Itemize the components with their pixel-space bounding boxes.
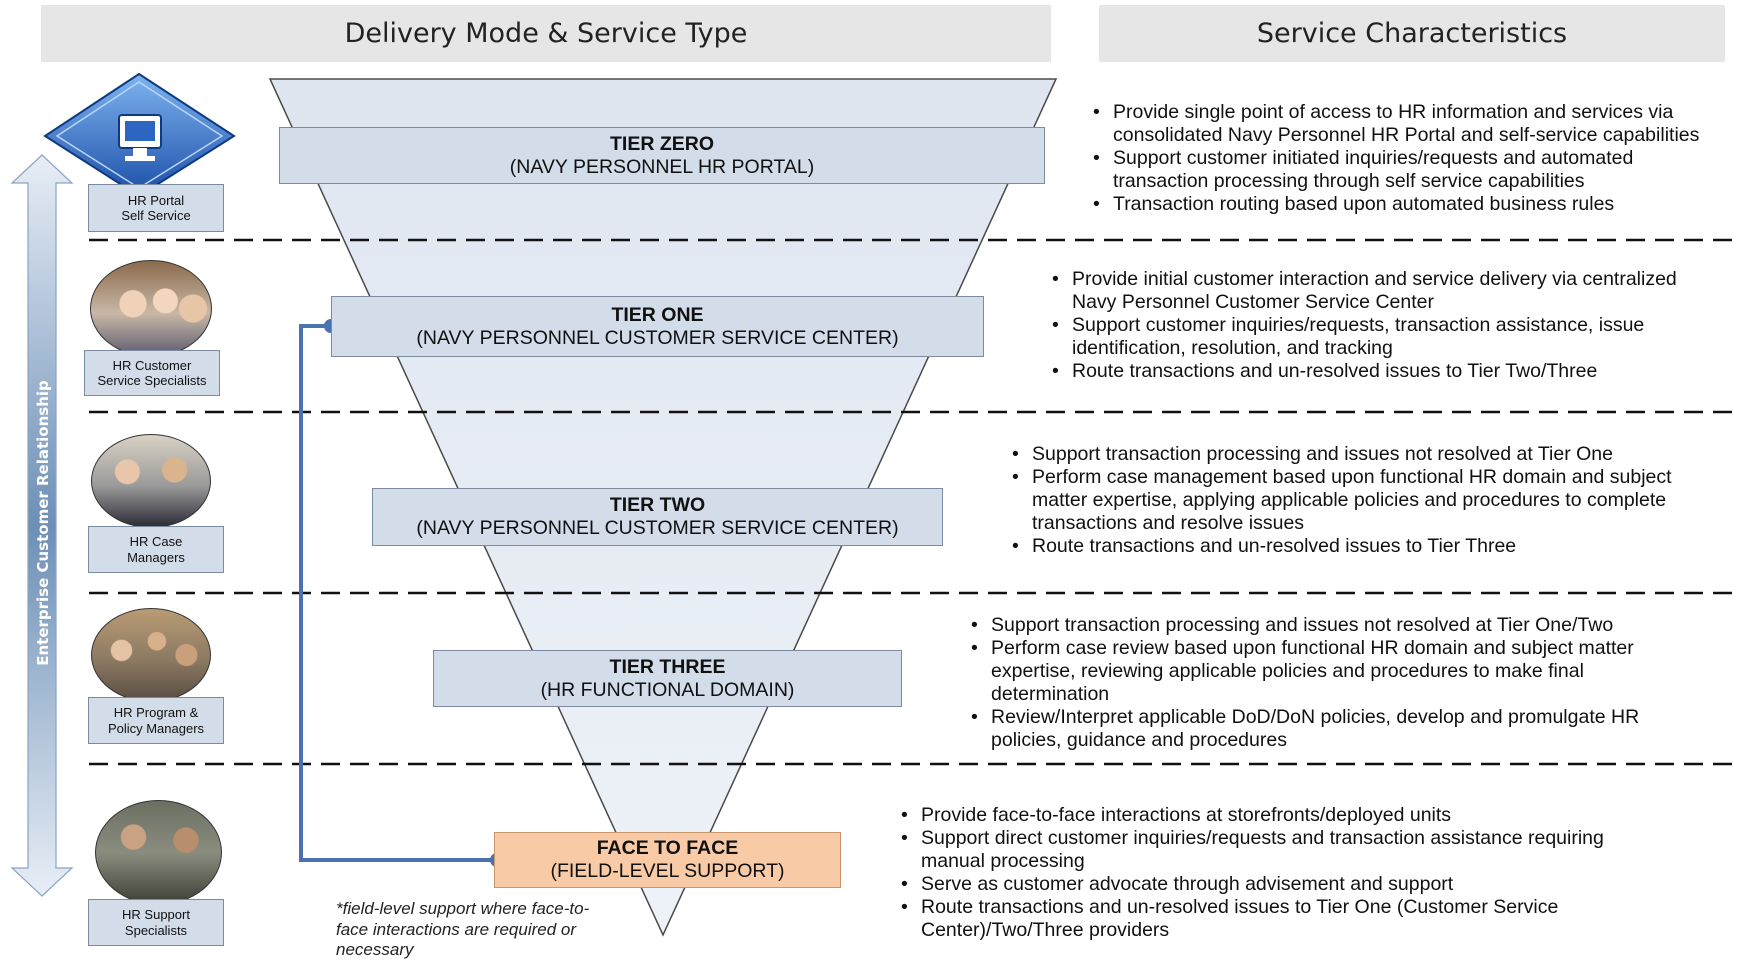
role-hr-portal-self-service: HR Portal Self Service xyxy=(88,184,224,232)
tier-three-title: TIER THREE xyxy=(609,655,726,678)
list-item: Provide single point of access to HR inf… xyxy=(1093,101,1733,147)
list-item: Provide initial customer interaction and… xyxy=(1052,268,1722,314)
tier-three-characteristics: Support transaction processing and issue… xyxy=(971,614,1671,752)
list-item: Perform case management based upon funct… xyxy=(1012,466,1712,535)
role-hr-case-managers: HR Case Managers xyxy=(88,526,224,573)
list-item: Route transactions and un-resolved issue… xyxy=(1012,535,1712,558)
crm-double-arrow xyxy=(10,154,74,897)
delivery-mode-header: Delivery Mode & Service Type xyxy=(41,5,1051,62)
face-to-face-title: FACE TO FACE xyxy=(596,837,739,859)
list-item: Review/Interpret applicable DoD/DoN poli… xyxy=(971,706,1671,752)
list-item: Serve as customer advocate through advis… xyxy=(901,873,1641,896)
tier-zero-title: TIER ZERO xyxy=(609,132,714,155)
tier-one-box: TIER ONE (NAVY PERSONNEL CUSTOMER SERVIC… xyxy=(331,296,984,357)
face-to-face-characteristics: Provide face-to-face interactions at sto… xyxy=(901,804,1641,942)
tier-zero-box: TIER ZERO (NAVY PERSONNEL HR PORTAL) xyxy=(279,127,1045,184)
list-item: Perform case review based upon functiona… xyxy=(971,637,1671,706)
tier-three-subtitle: (HR FUNCTIONAL DOMAIN) xyxy=(540,678,795,701)
computer-monitor-icon xyxy=(43,72,236,198)
policy-managers-photo xyxy=(91,608,211,702)
field-level-note: *field-level support where face-to-face … xyxy=(336,899,590,959)
tier-two-box: TIER TWO (NAVY PERSONNEL CUSTOMER SERVIC… xyxy=(372,488,943,546)
role-hr-support-specialists: HR Support Specialists xyxy=(88,899,224,946)
support-specialists-photo xyxy=(95,800,222,905)
call-center-photo xyxy=(90,260,212,357)
tier-one-characteristics: Provide initial customer interaction and… xyxy=(1052,268,1722,383)
list-item: Route transactions and un-resolved issue… xyxy=(1052,360,1722,383)
role-hr-program-policy-managers: HR Program & Policy Managers xyxy=(88,697,224,744)
list-item: Support transaction processing and issue… xyxy=(971,614,1671,637)
face-to-face-box: FACE TO FACE (FIELD-LEVEL SUPPORT) xyxy=(494,832,841,888)
tier-three-box: TIER THREE (HR FUNCTIONAL DOMAIN) xyxy=(433,650,902,707)
tier-zero-characteristics: Provide single point of access to HR inf… xyxy=(1093,101,1733,216)
case-managers-photo xyxy=(91,434,211,528)
role-hr-customer-service-specialists: HR Customer Service Specialists xyxy=(84,350,220,396)
connector-line xyxy=(299,324,497,862)
list-item: Transaction routing based upon automated… xyxy=(1093,193,1733,216)
service-characteristics-header: Service Characteristics xyxy=(1099,5,1725,62)
list-item: Route transactions and un-resolved issue… xyxy=(901,896,1641,942)
list-item: Support transaction processing and issue… xyxy=(1012,443,1712,466)
tier-two-characteristics: Support transaction processing and issue… xyxy=(1012,443,1712,558)
list-item: Support customer inquiries/requests, tra… xyxy=(1052,314,1722,360)
tier-two-subtitle: (NAVY PERSONNEL CUSTOMER SERVICE CENTER) xyxy=(416,517,899,539)
list-item: Support customer initiated inquiries/req… xyxy=(1093,147,1733,193)
tier-separators xyxy=(89,238,1739,766)
tier-one-subtitle: (NAVY PERSONNEL CUSTOMER SERVICE CENTER) xyxy=(416,326,899,349)
enterprise-crm-label: Enterprise Customer Relationship Managem… xyxy=(34,380,76,666)
tier-one-title: TIER ONE xyxy=(611,303,704,326)
list-item: Support direct customer inquiries/reques… xyxy=(901,827,1641,873)
list-item: Provide face-to-face interactions at sto… xyxy=(901,804,1641,827)
face-to-face-subtitle: (FIELD-LEVEL SUPPORT) xyxy=(550,860,785,882)
tier-zero-subtitle: (NAVY PERSONNEL HR PORTAL) xyxy=(509,155,815,178)
tier-two-title: TIER TWO xyxy=(609,494,706,516)
